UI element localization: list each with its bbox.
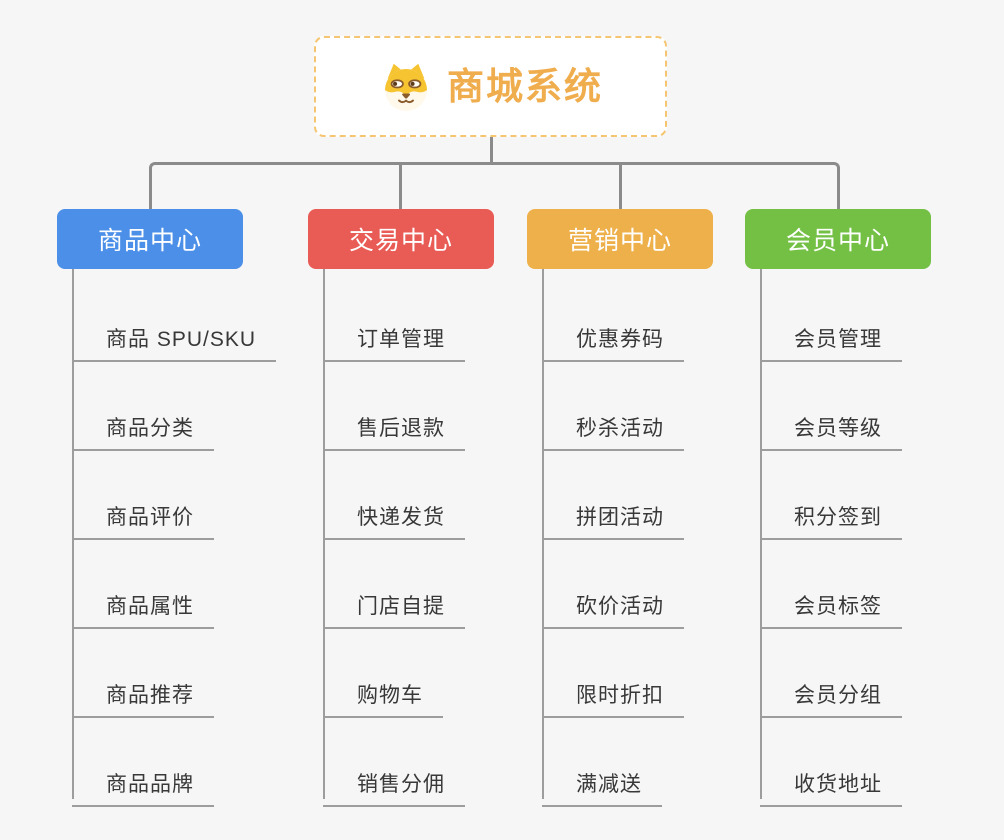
leaf-member-level[interactable]: 会员等级 bbox=[760, 362, 902, 451]
connector-drop-trade bbox=[399, 164, 402, 209]
leaf-group-buy[interactable]: 拼团活动 bbox=[542, 451, 684, 540]
leaf-shopping-cart[interactable]: 购物车 bbox=[323, 629, 443, 718]
leaf-limited-time-discount[interactable]: 限时折扣 bbox=[542, 629, 684, 718]
leaf-store-pickup[interactable]: 门店自提 bbox=[323, 540, 465, 629]
connector-rail-right bbox=[492, 162, 840, 209]
doge-icon bbox=[385, 63, 427, 111]
branch-node-member-center[interactable]: 会员中心 bbox=[745, 209, 931, 269]
root-node-mall-system[interactable]: 商城系统 bbox=[314, 36, 667, 137]
branch-node-marketing-center[interactable]: 营销中心 bbox=[527, 209, 713, 269]
leaf-points-checkin[interactable]: 积分签到 bbox=[760, 451, 902, 540]
leaf-flash-sale[interactable]: 秒杀活动 bbox=[542, 362, 684, 451]
leaf-shipping-address[interactable]: 收货地址 bbox=[760, 718, 902, 807]
leaf-product-attribute[interactable]: 商品属性 bbox=[72, 540, 214, 629]
branch-node-trade-center[interactable]: 交易中心 bbox=[308, 209, 494, 269]
leaf-product-spu-sku[interactable]: 商品 SPU/SKU bbox=[72, 269, 277, 362]
leaf-coupon-code[interactable]: 优惠券码 bbox=[542, 269, 684, 362]
leaf-full-reduction[interactable]: 满减送 bbox=[542, 718, 662, 807]
leaf-aftersale-refund[interactable]: 售后退款 bbox=[323, 362, 465, 451]
leaf-sales-commission[interactable]: 销售分佣 bbox=[323, 718, 465, 807]
branch-line-trade bbox=[323, 269, 325, 799]
branch-member-center: 会员中心 会员管理 会员等级 积分签到 会员标签 会员分组 收货地址 bbox=[745, 209, 931, 807]
leaf-product-category[interactable]: 商品分类 bbox=[72, 362, 214, 451]
leaf-member-tag[interactable]: 会员标签 bbox=[760, 540, 902, 629]
branch-line-marketing bbox=[542, 269, 544, 799]
leaf-bargain-activity[interactable]: 砍价活动 bbox=[542, 540, 684, 629]
leaf-order-management[interactable]: 订单管理 bbox=[323, 269, 465, 362]
leaf-member-management[interactable]: 会员管理 bbox=[760, 269, 902, 362]
branch-line-product bbox=[72, 269, 74, 799]
branch-trade-center: 交易中心 订单管理 售后退款 快递发货 门店自提 购物车 销售分佣 bbox=[308, 209, 494, 807]
leaf-member-group[interactable]: 会员分组 bbox=[760, 629, 902, 718]
connector-root-stub bbox=[490, 137, 493, 164]
root-title: 商城系统 bbox=[447, 66, 603, 107]
leaf-product-review[interactable]: 商品评价 bbox=[72, 451, 214, 540]
branch-node-product-center[interactable]: 商品中心 bbox=[57, 209, 243, 269]
leaf-product-recommend[interactable]: 商品推荐 bbox=[72, 629, 214, 718]
connector-rail-left bbox=[149, 162, 493, 209]
leaf-express-delivery[interactable]: 快递发货 bbox=[323, 451, 465, 540]
branch-marketing-center: 营销中心 优惠券码 秒杀活动 拼团活动 砍价活动 限时折扣 满减送 bbox=[527, 209, 713, 807]
connector-drop-marketing bbox=[619, 164, 622, 209]
branch-line-member bbox=[760, 269, 762, 799]
leaf-product-brand[interactable]: 商品品牌 bbox=[72, 718, 214, 807]
branch-product-center: 商品中心 商品 SPU/SKU 商品分类 商品评价 商品属性 商品推荐 商品品牌 bbox=[57, 209, 277, 807]
